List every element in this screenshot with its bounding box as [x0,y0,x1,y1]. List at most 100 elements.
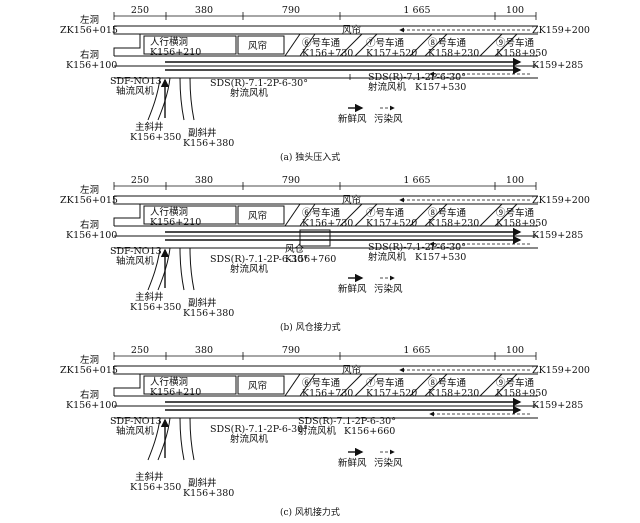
dim-1: 250 [131,5,149,16]
aux-shaft-station: K156+380 [183,488,234,499]
lower-jet-model: SDS(R)-7.1-2P-6-30° [298,416,396,427]
right-end-station: K159+285 [532,60,583,71]
c8-label: ⑧号车通 [428,37,467,49]
jet-fan-label: 射流风机 [230,263,269,275]
axial-fan-model: SDF-NO13 [110,416,162,427]
legend-polluted: 污染风 [374,283,403,295]
dim-2: 380 [195,345,213,356]
legend: 新鲜风 污染风 [338,103,403,125]
c6-label: ⑥号车通 [302,207,341,219]
lower-jet-model: SDS(R)-7.1-2P-6-30° [368,72,466,83]
left-tunnel-label: 左洞 [80,184,99,196]
jet-fan-label: 射流风机 [230,87,269,99]
dim-2: 380 [195,175,213,186]
lower-jet-model: SDS(R)-7.1-2P-6-30° [368,242,466,253]
ped-passage-station: K156+210 [150,217,201,228]
c8-station: K158+230 [428,388,479,399]
right-tunnel-label: 右洞 [80,219,99,231]
jet-fan-model: SDS(R)-7.1-2P-6-30° [210,254,308,265]
airflow-tracks [165,27,530,80]
right-tunnel-label: 右洞 [80,389,99,401]
main-shaft-label: 主斜井 [135,471,164,483]
caption-a: (a) 独头压入式 [280,151,340,163]
legend: 新鲜风 污染风 [338,273,403,295]
main-shaft-station: K156+350 [130,482,181,493]
curtain-label: 风帘 [248,210,267,222]
main-shaft-label: 主斜井 [135,291,164,303]
c7-station: K157+520 [366,388,417,399]
panel-a: 250 380 790 1 665 100 左洞 ZK156+015 右洞 K1… [60,5,590,163]
air-bin [299,229,331,247]
dim-3: 790 [282,5,300,16]
jet-fan-label: 射流风机 [230,433,269,445]
axial-fan-model: SDF-NO13 [110,76,162,87]
inclined-shafts [147,417,195,461]
legend-fresh: 新鲜风 [338,283,367,295]
ped-passage-station: K156+210 [150,387,201,398]
ped-passage-label: 人行横洞 [150,36,188,48]
dim-5: 100 [506,5,524,16]
c6-station: K156+730 [302,388,353,399]
left-start-station: ZK156+015 [60,195,118,206]
aux-shaft-station: K156+380 [183,138,234,149]
aux-shaft-station: K156+380 [183,308,234,319]
c7-station: K157+520 [366,218,417,229]
dim-4: 1 665 [403,345,430,356]
c9-label: ⑨号车通 [496,37,535,49]
c8-label: ⑧号车通 [428,377,467,389]
left-tunnel-label: 左洞 [80,354,99,366]
right-start-station: K156+100 [66,400,117,411]
axial-fan-label: 轴流风机 [116,425,155,437]
curtain-label-2: 风帘 [342,364,361,376]
c8-label: ⑧号车通 [428,207,467,219]
cross-passages [284,203,518,227]
dim-5: 100 [506,345,524,356]
dim-5: 100 [506,175,524,186]
caption-b: (b) 风仓接力式 [280,321,341,333]
c9-station: K158+950 [496,388,547,399]
air-bin-label: 风仓 [285,243,305,255]
airflow-tracks [165,367,530,417]
panel-b: 250 380 790 1 665 100 左洞 ZK156+015 右洞 K1… [60,175,590,333]
tunnel-walls [113,365,538,419]
legend-fresh: 新鲜风 [338,113,367,125]
dim-1: 250 [131,345,149,356]
c6-label: ⑥号车通 [302,377,341,389]
lower-jet-label: 射流风机 [298,425,337,437]
tunnel-walls [113,25,538,79]
right-end-station: K159+285 [532,400,583,411]
c7-label: ⑦号车通 [366,377,405,389]
dim-4: 1 665 [403,175,430,186]
main-shaft-label: 主斜井 [135,121,164,133]
airflow-tracks [165,197,530,247]
dim-3: 790 [282,345,300,356]
inclined-shafts [147,77,195,121]
curtain-label-2: 风帘 [342,24,361,36]
left-end-station: ZK159+200 [532,25,590,36]
c9-station: K158+950 [496,48,547,59]
lower-jet-station: K157+530 [415,82,466,93]
main-shaft-station: K156+350 [130,302,181,313]
legend-polluted: 污染风 [374,457,403,469]
dimension-line: 250 380 790 1 665 100 [113,175,537,190]
main-shaft-station: K156+350 [130,132,181,143]
left-tunnel-label: 左洞 [80,14,99,26]
ped-passage-station: K156+210 [150,47,201,58]
c9-label: ⑨号车通 [496,207,535,219]
inclined-shafts [147,247,195,291]
curtain-label: 风帘 [248,40,267,52]
c8-station: K158+230 [428,48,479,59]
c7-label: ⑦号车通 [366,37,405,49]
dimension-line: 250 380 790 1 665 100 [113,345,537,360]
curtain-label: 风帘 [248,380,267,392]
c9-label: ⑨号车通 [496,377,535,389]
aux-shaft-label: 副斜井 [188,297,217,309]
c6-station: K156+730 [302,218,353,229]
left-start-station: ZK156+015 [60,25,118,36]
right-tunnel-label: 右洞 [80,49,99,61]
dim-3: 790 [282,175,300,186]
left-start-station: ZK156+015 [60,365,118,376]
legend-fresh: 新鲜风 [338,457,367,469]
